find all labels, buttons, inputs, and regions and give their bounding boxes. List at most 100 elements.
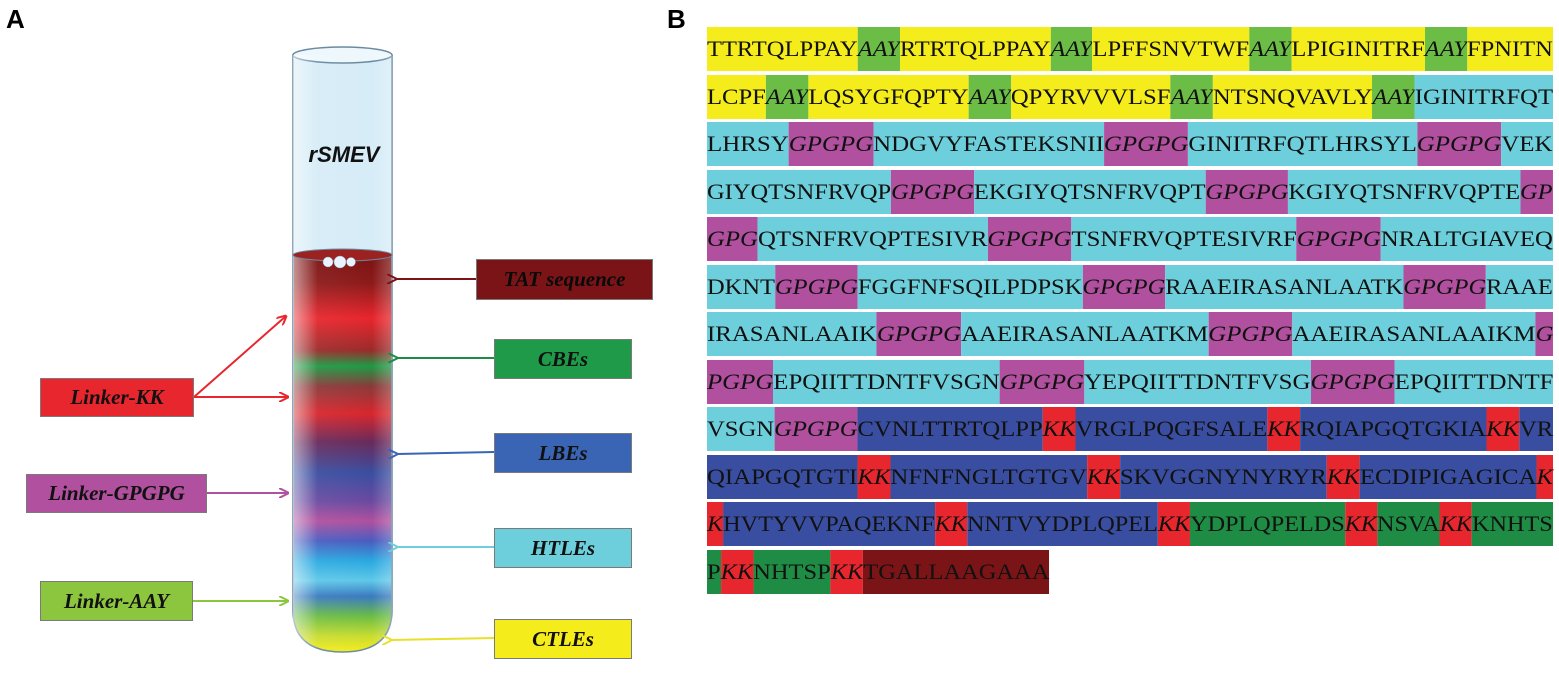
sequence-segment-gpgpg: GPGPG: [774, 264, 858, 309]
sequence-segment-lbe: SKVGGNYNYRYR: [1119, 454, 1327, 499]
sequence-segment-htle: GINITRFQTLHRSYL: [1188, 122, 1417, 166]
sequence-segment-lbe: VR: [1518, 407, 1554, 451]
label-htles: HTLEs: [494, 528, 632, 568]
label-linker-gpgpg: Linker-GPGPG: [26, 474, 207, 513]
sequence-segment-aay: AAY: [968, 74, 1011, 119]
sequence-segment-aay: AAY: [1050, 27, 1093, 71]
label-linker-kk: Linker-KK: [40, 378, 194, 417]
sequence-segment-gpgpg: GPGPG: [1205, 169, 1289, 214]
sequence-segment-htle: QTSNFRVQPTESIVR: [757, 217, 988, 261]
sequence-segment-ctle: LCPF: [707, 74, 766, 119]
sequence-segment-lbe: ECDIPIGAGICA: [1359, 454, 1537, 499]
sequence-segment-htle: EPQIITTDNTFVSGN: [773, 359, 1000, 404]
sequence-segment-gpgpg: GPGPG: [1403, 264, 1487, 309]
sequence-segment-gpgpg: GPGPG: [876, 312, 962, 356]
sequence-segment-kk: KK: [934, 502, 967, 546]
sequence-segment-htle: GIYQTSNFRVQP: [707, 169, 892, 214]
sequence-segment-htle: AAEIRASANLAATKM: [961, 312, 1209, 356]
sequence-segment-kk: K: [1536, 454, 1553, 499]
sequence-segment-kk: KK: [857, 454, 891, 499]
sequence-segment-cbe: YDPLQPELDS: [1190, 502, 1345, 546]
sequence-segment-kk: KK: [1086, 454, 1120, 499]
sequence-segment-lbe: VRGLPQGFSALE: [1075, 407, 1268, 451]
sequence-segment-kk: KK: [1157, 502, 1191, 546]
sequence-segment-ctle: TTRTQLPPAY: [707, 27, 858, 71]
sequence-segment-kk: KK: [1326, 454, 1360, 499]
sequence-segment-gpgpg: GPGPG: [1103, 122, 1189, 166]
sequence-segment-aay: AAY: [1249, 27, 1292, 71]
sequence-segment-lbe: QIAPGQTGTI: [707, 454, 858, 499]
sequence-segment-gpgpg: GPGPG: [788, 122, 874, 166]
sequence-segment-aay: AAY: [765, 74, 809, 119]
sequence-segment-ctle: LPIGINITRF: [1291, 27, 1425, 71]
sequence-segment-gpgpg: G: [1535, 312, 1554, 356]
sequence-segment-gpgpg: GP: [1520, 169, 1553, 214]
sequence-segment-cbe: NSVA: [1376, 502, 1440, 546]
label-linker-aay: Linker-AAY: [40, 581, 193, 621]
tube-title: rSMEV: [309, 142, 382, 167]
sequence-segment-gpgpg: GPGPG: [774, 407, 858, 451]
label-tat-sequence: TAT sequence: [476, 259, 653, 300]
sequence-segment-ctle: LPFFSNVTWF: [1092, 27, 1250, 71]
bubble: [346, 257, 356, 267]
sequence-segment-aay: AAY: [1372, 74, 1415, 119]
sequence-segment-kk: K: [707, 502, 724, 546]
sequence-segment-htle: IGINITRFQT: [1414, 74, 1553, 119]
sequence-segment-htle: NDGVYFASTEKSNII: [873, 122, 1104, 166]
tube-liquid-bands: [292, 254, 393, 653]
sequence-segment-ctle: QPYRVVVLSF: [1010, 74, 1171, 119]
sequence-segment-htle: KGIYQTSNFRVQPTE: [1288, 169, 1521, 214]
label-ctles: CTLEs: [494, 619, 632, 659]
sequence-segment-htle: TSNFRVQPTESIVRF: [1071, 217, 1297, 261]
sequence-segment-gpgpg: GPGPG: [891, 169, 974, 214]
sequence-segment-gpgpg: GPGPG: [1416, 122, 1502, 166]
sequence-segment-kk: KK: [1267, 407, 1300, 451]
label-cbes: CBEs: [494, 339, 632, 379]
sequence-segment-htle: IRASANLAAIK: [707, 312, 877, 356]
sequence-segment-gpgpg: GPGPG: [999, 359, 1084, 404]
sequence-segment-kk: KK: [720, 549, 754, 594]
sequence-segment-ctle: NTSNQVAVLY: [1212, 74, 1373, 119]
panel-a-letter: A: [6, 4, 25, 34]
sequence-segment-gpgpg: GPG: [707, 217, 758, 261]
sequence-segment-kk: KK: [1486, 407, 1519, 451]
sequence-segment-htle: AAEIRASANLAAIKM: [1292, 312, 1536, 356]
sequence-segment-gpgpg: GPGPG: [1296, 217, 1381, 261]
sequence-segment-htle: NRALTGIAVEQ: [1380, 217, 1553, 261]
sequence-segment-cbe: P: [707, 549, 721, 594]
sequence-segment-gpgpg: GPGPG: [1082, 264, 1166, 309]
sequence-segment-aay: AAY: [1424, 27, 1467, 71]
sequence-segment-htle: YEPQIITTDNTFVSG: [1083, 359, 1311, 404]
sequence-segment-htle: RAAEIRASANLAATK: [1165, 264, 1404, 309]
bubble: [333, 255, 347, 269]
sequence-segment-ctle: RTRTQLPPAY: [899, 27, 1051, 71]
sequence-segment-htle: VSGN: [707, 407, 775, 451]
sequence-segment-htle: LHRSY: [707, 122, 789, 166]
sequence-segment-gpgpg: GPGPG: [987, 217, 1072, 261]
label-lbes: LBEs: [494, 433, 632, 473]
sequence-segment-htle: EKGIYQTSNFRVQPT: [973, 169, 1206, 214]
tube-rim: [292, 46, 393, 64]
sequence-segment-kk: KK: [830, 549, 864, 594]
sequence-segment-kk: KK: [1344, 502, 1377, 546]
sequence-segment-lbe: NFNFNGLTGTGV: [890, 454, 1087, 499]
arrow-lbe: [397, 452, 495, 454]
sequence-segment-htle: DKNT: [707, 264, 775, 309]
sequence-segment-cbe: KNHTS: [1472, 502, 1553, 546]
sequence-segment-lbe: HVTYVVPAQEKNF: [723, 502, 935, 546]
sequence-segment-gpgpg: GPGPG: [1208, 312, 1293, 356]
sequence-segment-lbe: CVNLTTRTQLPP: [857, 407, 1043, 451]
bubble: [322, 256, 334, 268]
arrow-kk-upper: [193, 316, 286, 398]
